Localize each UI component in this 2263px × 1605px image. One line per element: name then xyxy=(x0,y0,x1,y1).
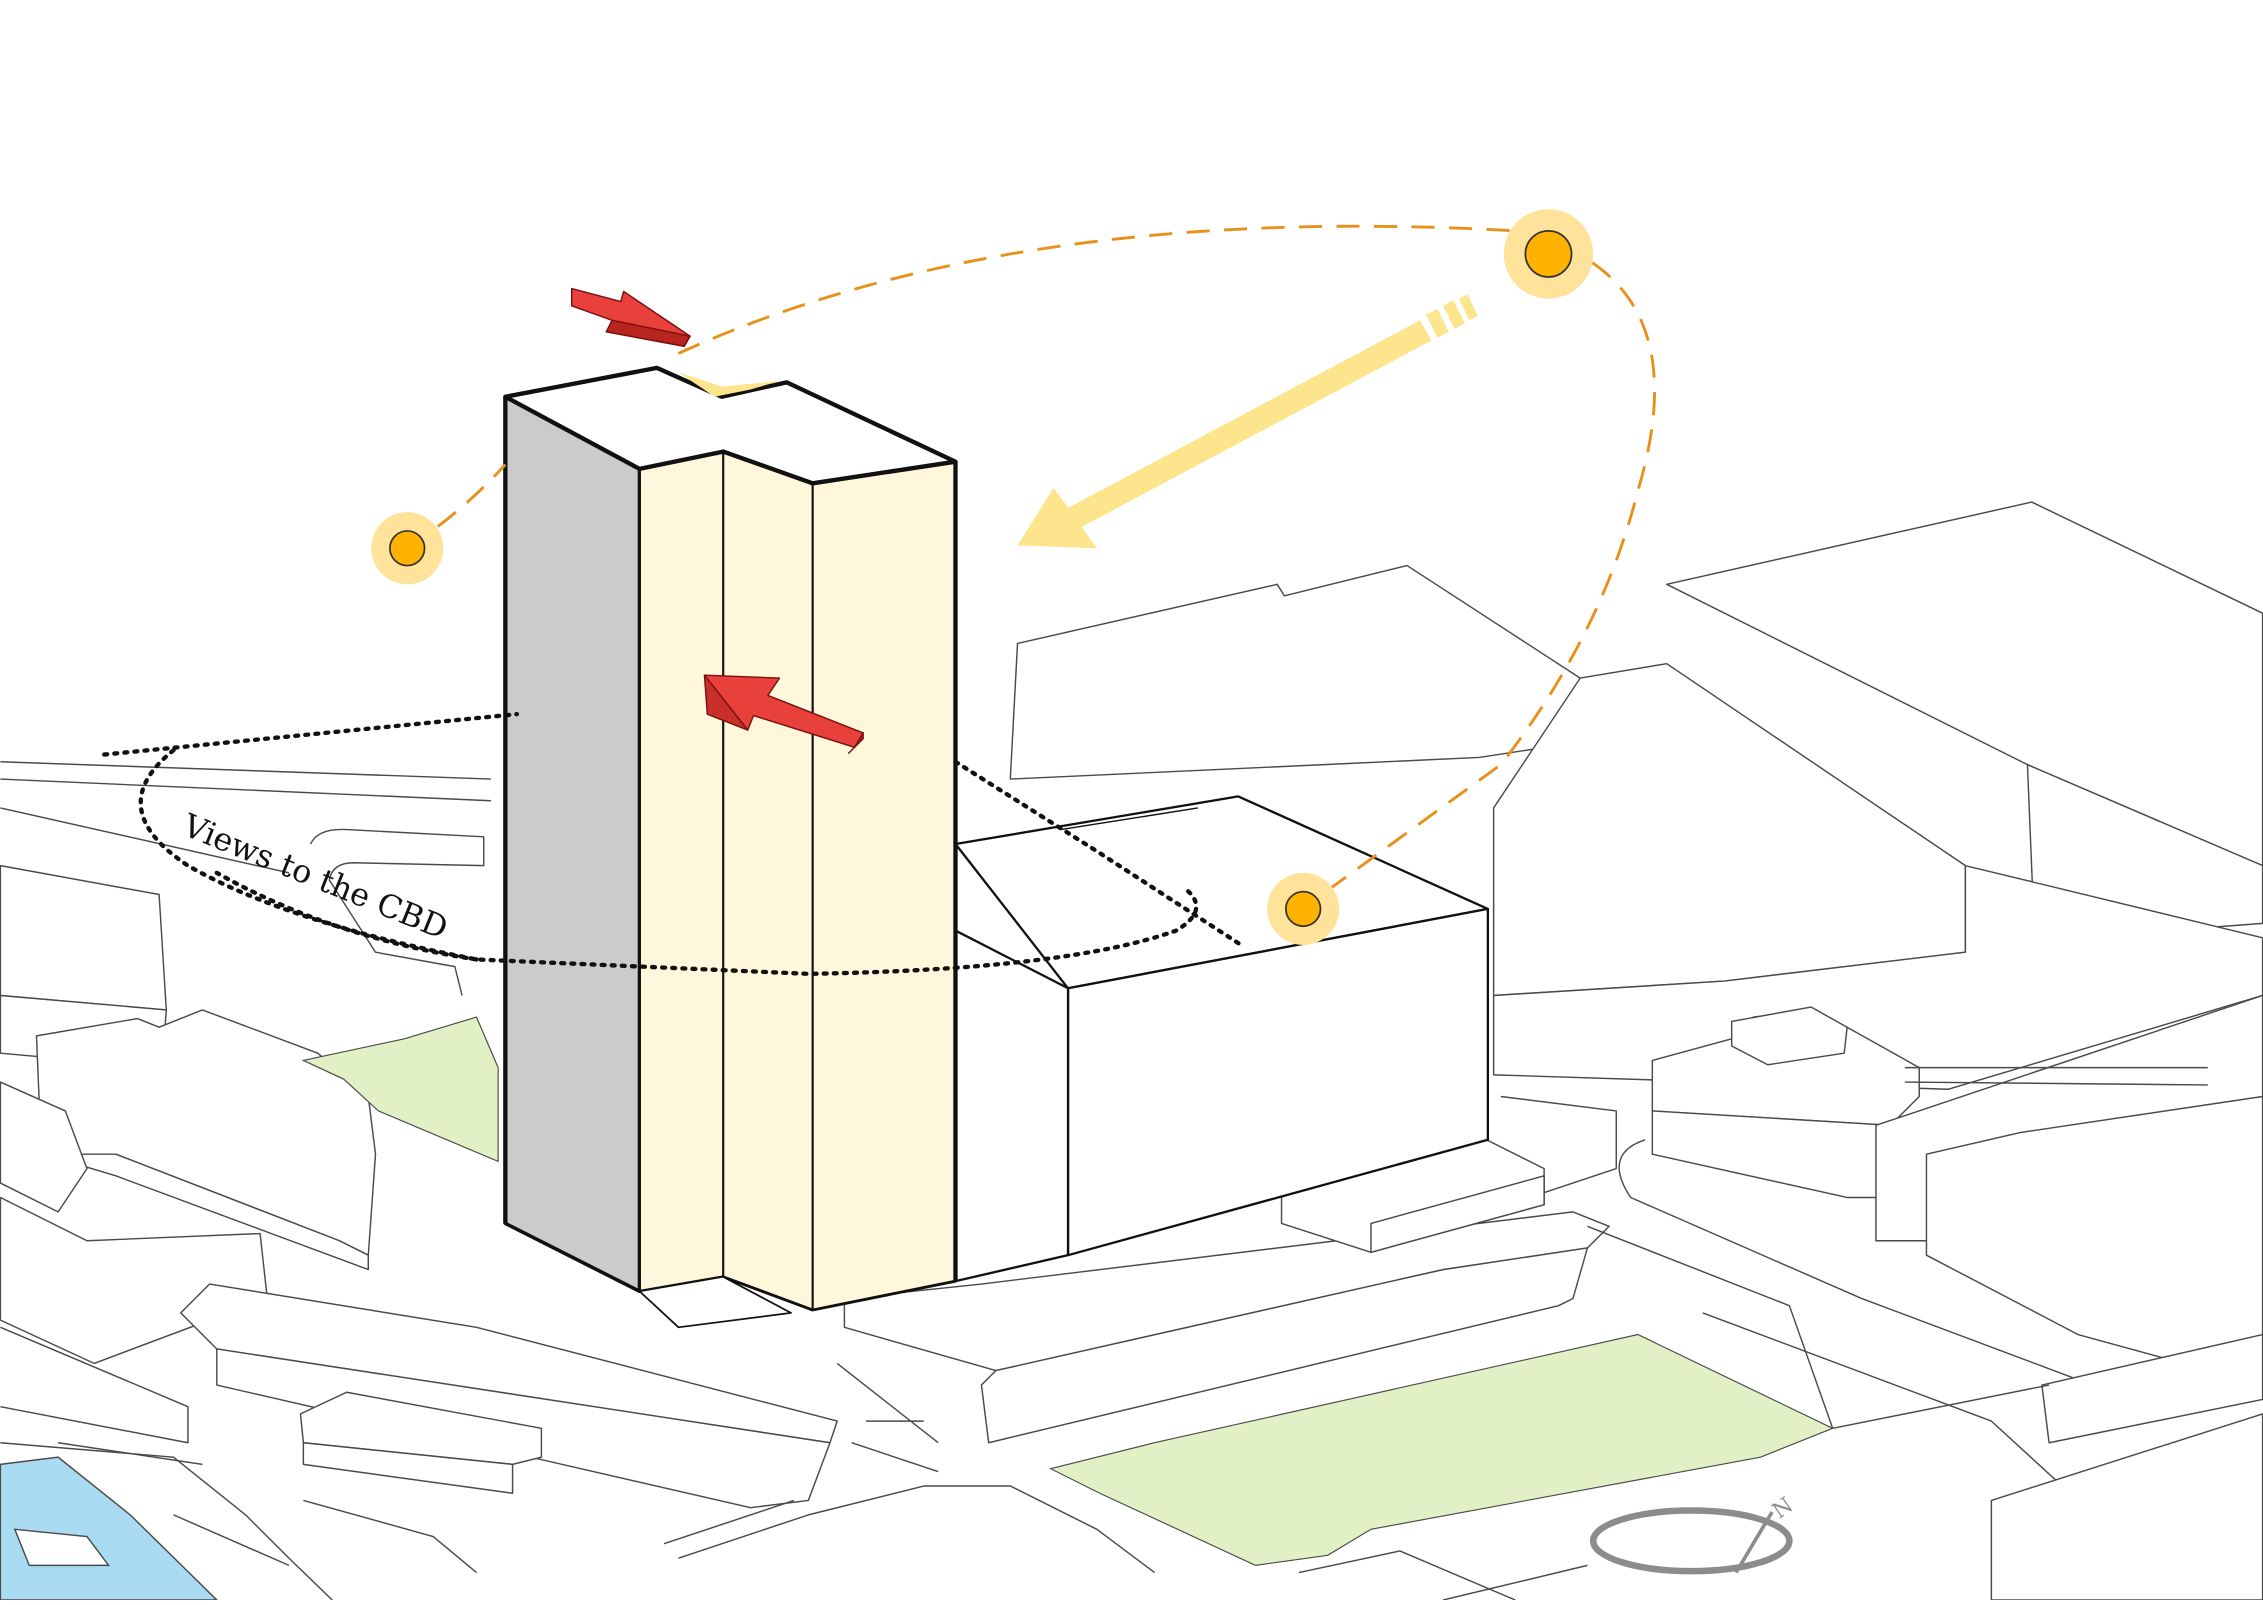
context-building xyxy=(35,1009,377,1256)
road-line xyxy=(836,1362,939,1473)
park-area xyxy=(301,1016,499,1163)
context-buildings xyxy=(0,501,2263,1601)
sun-icon xyxy=(1267,872,1340,945)
view-line xyxy=(953,759,1244,948)
context-building xyxy=(1651,1110,1892,1199)
solar-ray-icon xyxy=(1017,294,1478,549)
roof-sun-highlight xyxy=(678,372,780,397)
road-line xyxy=(1298,1384,2050,1601)
wind-arrow-icon xyxy=(703,674,864,754)
podium-roof-line xyxy=(1060,807,1198,831)
park-area xyxy=(1049,1333,1835,1566)
view-cone xyxy=(102,711,1244,977)
road-line xyxy=(0,1326,333,1601)
road-line xyxy=(57,1442,477,1574)
context-building xyxy=(1990,1413,2263,1601)
context-building xyxy=(0,864,168,1011)
north-label: N xyxy=(1768,1493,1798,1524)
view-line xyxy=(138,748,1199,977)
road-line xyxy=(309,828,485,996)
context-building xyxy=(0,1081,88,1213)
tower-shaded-face xyxy=(503,394,642,1294)
sun-icon xyxy=(371,512,444,585)
north-compass-icon: N xyxy=(1589,1493,1798,1575)
tower-sunlit-face xyxy=(638,450,957,1312)
pier xyxy=(13,1528,111,1567)
water-area xyxy=(0,1456,219,1601)
context-building xyxy=(1730,1006,1848,1066)
road-line xyxy=(1500,1095,2079,1501)
view-line xyxy=(102,711,520,757)
road-line xyxy=(0,761,491,874)
podium-block xyxy=(954,795,1490,1283)
sun-icon xyxy=(1503,209,1594,299)
tower-outline xyxy=(503,396,958,1282)
wind-arrow-icon xyxy=(570,287,691,347)
context-building xyxy=(1492,662,1967,997)
road-line xyxy=(1618,1066,2208,1386)
view-label: Views to the CBD xyxy=(177,808,453,947)
context-building xyxy=(980,1247,1589,1444)
tower xyxy=(503,365,958,1329)
podium-side-face xyxy=(954,929,1070,1283)
tower-base xyxy=(638,1275,792,1329)
road-line xyxy=(663,1485,1156,1574)
view-line xyxy=(214,870,479,962)
context-building xyxy=(1370,1175,1545,1254)
context-building xyxy=(302,1442,514,1494)
